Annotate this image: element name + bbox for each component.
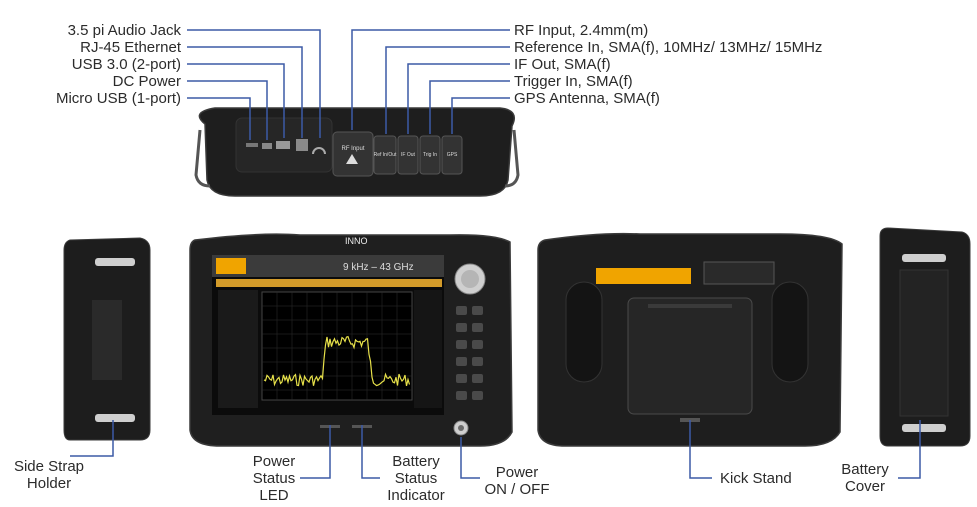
battery-cover [899, 269, 949, 417]
label-ethernet: RJ-45 Ethernet [80, 39, 181, 56]
keypad-key [456, 391, 467, 400]
dc-power-port [262, 143, 272, 149]
if-port-text: IF Out [401, 152, 416, 158]
keypad-key [472, 323, 483, 332]
power-onoff-leader [460, 437, 480, 479]
keypad-key [456, 357, 467, 366]
top-left-leaders [187, 29, 321, 140]
label-kick-stand: Kick Stand [720, 470, 792, 487]
keypad-key [472, 391, 483, 400]
keypad [456, 306, 483, 400]
ref-port-text: Ref In/Out [374, 152, 397, 158]
strap-slot-bottom [95, 414, 135, 422]
keypad-key [472, 374, 483, 383]
speaker-grille-right [771, 281, 809, 383]
strap-slot-top [95, 258, 135, 266]
power-status-leader [300, 425, 331, 479]
side-strap-leader [70, 420, 114, 457]
label-side-strap-holder: Side Strap Holder [13, 458, 85, 492]
usb-port [276, 141, 290, 149]
ref-port [373, 135, 397, 175]
warning-label [596, 268, 691, 284]
gps-port-text: GPS [447, 152, 458, 158]
gps-port [441, 135, 463, 175]
freq-range-text: 9 kHz – 43 GHz [343, 262, 414, 273]
back-view [537, 232, 843, 447]
speaker-grille-left [565, 281, 603, 383]
label-power-onoff: Power ON / OFF [484, 464, 550, 498]
right-side-view [879, 227, 971, 447]
label-battery-cover: Battery Cover [841, 461, 889, 495]
left-side-view [63, 237, 151, 441]
keypad-key [456, 374, 467, 383]
keypad-key [456, 323, 467, 332]
label-rf-input: RF Input, 2.4mm(m) [514, 22, 649, 39]
trig-port-text: Trig In [423, 152, 437, 158]
if-out-port [397, 135, 419, 175]
front-view: INNO 9 kHz – 43 GHz [189, 233, 513, 447]
battery-cover-leader [898, 420, 921, 479]
label-usb3: USB 3.0 (2-port) [71, 56, 181, 73]
front-logo: INNO [345, 236, 368, 246]
ethernet-port [296, 139, 308, 151]
label-power-status-led: Power Status LED [252, 453, 296, 504]
kick-stand-leader [689, 420, 712, 479]
kick-stand [627, 297, 753, 415]
keypad-key [456, 306, 467, 315]
trig-in-port [419, 135, 441, 175]
label-battery-status: Battery Status Indicator [387, 453, 445, 504]
rf-input-port [332, 131, 374, 177]
label-reference-in: Reference In, SMA(f), 10MHz/ 13MHz/ 15MH… [514, 39, 823, 56]
label-audio-jack: 3.5 pi Audio Jack [67, 22, 181, 39]
battery-status-leader [361, 425, 380, 479]
spectrum-trace [263, 335, 411, 387]
keypad-key [472, 357, 483, 366]
keypad-key [472, 306, 483, 315]
top-right-leaders [351, 29, 510, 134]
label-dc-power: DC Power [112, 73, 181, 90]
micro-usb-port [246, 143, 258, 147]
label-trigger-in: Trigger In, SMA(f) [514, 73, 633, 90]
label-gps-antenna: GPS Antenna, SMA(f) [514, 90, 660, 107]
rf-port-text: RF Input [341, 146, 364, 152]
headphone-icon [312, 147, 326, 155]
label-if-out: IF Out, SMA(f) [514, 56, 611, 73]
keypad-key [456, 340, 467, 349]
label-micro-usb: Micro USB (1-port) [55, 90, 181, 107]
keypad-key [472, 340, 483, 349]
top-panel-view: RF Input Ref In/Out IF Out Trig In GPS [194, 107, 520, 197]
